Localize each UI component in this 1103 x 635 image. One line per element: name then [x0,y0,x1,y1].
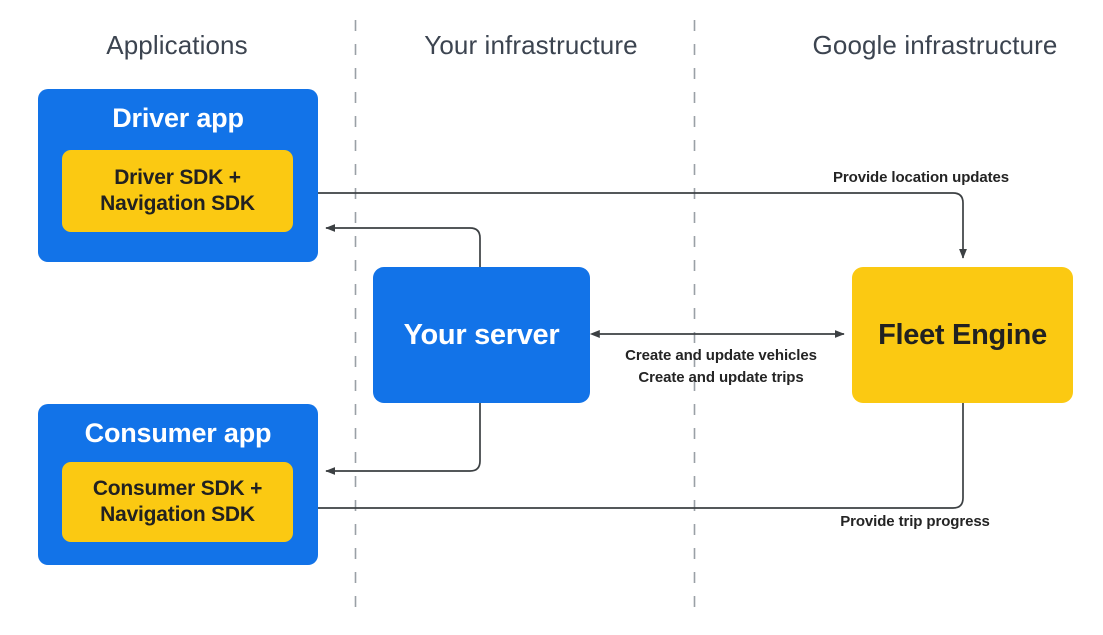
fleet-engine-title: Fleet Engine [878,318,1047,351]
edge-server-to-driver [325,224,481,267]
node-driver-sdk[interactable]: Driver SDK + Navigation SDK [62,150,293,232]
consumer-sdk-line-1: Consumer SDK + [92,476,263,500]
zone-label-google-infrastructure: Google infrastructure [812,30,1058,60]
your-server-title: Your server [403,318,560,351]
consumer-app-title: Consumer app [84,418,272,448]
node-driver-app[interactable]: Driver app Driver SDK + Navigation SDK [38,89,318,262]
node-fleet-engine[interactable]: Fleet Engine [852,267,1073,403]
driver-sdk-line-1: Driver SDK + [114,165,241,189]
edge-label-trip-progress: Provide trip progress [840,513,990,530]
edge-label-create-update-vehicles: Create and update vehicles [625,347,817,364]
edge-label-server-fleet-engine: Create and update vehicles Create and up… [625,345,817,389]
edge-label-location-updates: Provide location updates [833,169,1009,186]
consumer-sdk-line-2: Navigation SDK [100,503,255,526]
node-your-server[interactable]: Your server [373,267,590,403]
edge-label-create-update-trips: Create and update trips [638,368,804,386]
zone-label-applications: Applications [106,30,248,60]
edge-trip-progress [307,402,964,512]
driver-app-title: Driver app [112,103,244,133]
zone-label-your-infrastructure: Your infrastructure [424,30,638,60]
node-consumer-sdk[interactable]: Consumer SDK + Navigation SDK [62,462,293,542]
driver-sdk-line-2: Navigation SDK [100,192,255,215]
node-consumer-app[interactable]: Consumer app Consumer SDK + Navigation S… [38,404,318,565]
edge-location-updates [293,192,967,259]
edge-server-to-consumer [325,402,481,475]
